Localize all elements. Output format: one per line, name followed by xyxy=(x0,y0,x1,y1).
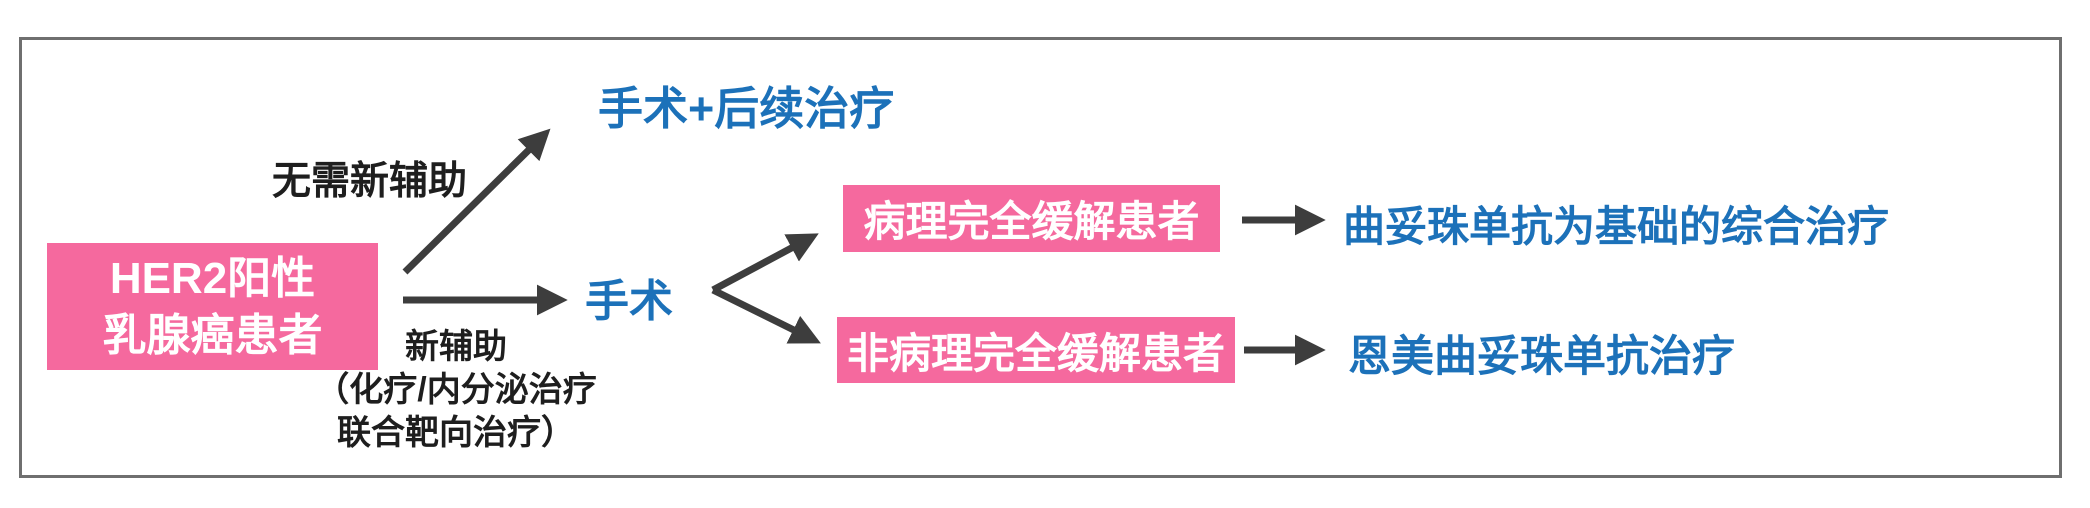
root-node-line2: 乳腺癌患者 xyxy=(102,310,323,360)
node-trastuzumab-based-therapy: 曲妥珠单抗为基础的综合治疗 xyxy=(1343,203,1890,250)
edge-label-no-neoadjuvant: 无需新辅助 xyxy=(272,160,468,203)
node-surgery-plus-followup: 手术+后续治疗 xyxy=(598,83,895,134)
outer-border-frame xyxy=(19,37,2062,478)
node-her2-positive-patients: HER2阳性 乳腺癌患者 xyxy=(47,243,378,370)
node-tdm1-therapy: 恩美曲妥珠单抗治疗 xyxy=(1348,333,1735,381)
neoadjuvant-line2: （化疗/内分泌治疗 xyxy=(315,371,597,409)
node-pcr-patients: 病理完全缓解患者 xyxy=(843,185,1220,252)
node-non-pcr-patients: 非病理完全缓解患者 xyxy=(837,317,1235,383)
neoadjuvant-line1: 新辅助 xyxy=(405,328,507,366)
root-node-line1: HER2阳性 xyxy=(109,253,316,303)
neoadjuvant-line3: 联合靶向治疗） xyxy=(337,414,575,452)
node-surgery: 手术 xyxy=(585,277,673,326)
edge-label-neoadjuvant: 新辅助 （化疗/内分泌治疗 联合靶向治疗） xyxy=(280,326,632,455)
